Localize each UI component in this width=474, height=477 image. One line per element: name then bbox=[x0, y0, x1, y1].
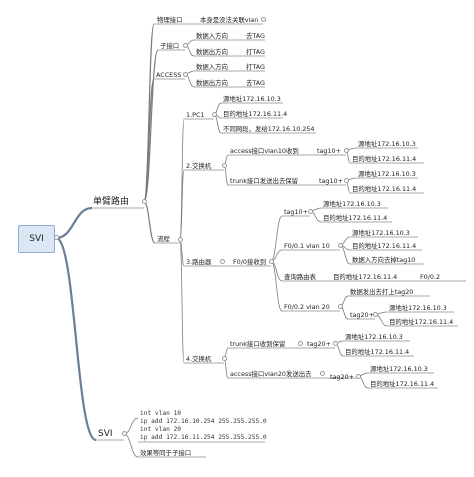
svi-note: 效果等同于子接口 bbox=[140, 449, 192, 457]
access-out-direction: 数据出方向 bbox=[196, 79, 228, 87]
collapse-single-arm-icon[interactable] bbox=[142, 199, 147, 204]
collapse-step4b-tag-icon[interactable] bbox=[356, 374, 361, 379]
step4-access-send: access接口vlan20发送出去 bbox=[230, 370, 312, 378]
connector-line bbox=[143, 78, 155, 203]
collapse-sub20-icon[interactable] bbox=[338, 304, 343, 309]
step4-b-dst: 目的地址172.16.11.4 bbox=[370, 380, 435, 388]
collapse-root-icon[interactable] bbox=[54, 235, 59, 240]
access-node[interactable]: ACCESS bbox=[156, 71, 182, 79]
step3-sub20-tag: tag20+ bbox=[350, 311, 374, 319]
connector-line bbox=[55, 236, 97, 442]
root-node[interactable]: SVI bbox=[18, 225, 55, 253]
step4-b-tag: tag20+ bbox=[330, 373, 354, 381]
svi-config-line: int vlan 10 bbox=[140, 410, 181, 417]
step2-trunk-send: trunk接口发送出去保留 bbox=[230, 177, 299, 185]
svi-node[interactable]: SVI bbox=[98, 429, 113, 439]
step4-trunk-recv: trunk接口收到保留 bbox=[230, 340, 286, 348]
connector-line bbox=[55, 206, 93, 240]
root-label: SVI bbox=[29, 234, 44, 244]
subinterface-node[interactable]: 子接口 bbox=[160, 42, 180, 50]
step2-a-dst: 目的地址172.16.11.4 bbox=[352, 155, 417, 163]
step3-sub20-dst: 目的地址172.16.11.4 bbox=[389, 318, 454, 326]
subif-in-action: 去TAG bbox=[246, 32, 266, 40]
collapse-step4b-icon[interactable] bbox=[320, 371, 325, 376]
access-in-action: 打TAG bbox=[246, 63, 266, 71]
step3-sub10-dst: 目的地址172.16.11.4 bbox=[352, 242, 417, 250]
connector-line bbox=[179, 239, 185, 364]
svi-config-line: ip add 172.16.11.254 255.255.255.0 bbox=[140, 434, 267, 441]
physical-interface-note: 本身是没法关联vlan bbox=[200, 16, 259, 24]
step1-pc1-node[interactable]: 1.PC1 bbox=[186, 111, 205, 119]
connector-line bbox=[123, 433, 139, 458]
connector-line bbox=[223, 164, 229, 186]
step3-sub10-node[interactable]: F0/0.1 vlan 10 bbox=[284, 242, 330, 250]
step3-sub20-src: 源地址172.16.10.3 bbox=[389, 304, 447, 312]
step1-src-addr: 源地址172.16.10.3 bbox=[223, 95, 281, 103]
subif-out-direction: 数据出方向 bbox=[196, 48, 228, 56]
step1-note: 不同网段，发给172.16.10.254 bbox=[223, 125, 315, 133]
access-out-action: 去TAG bbox=[246, 79, 266, 87]
step4-a-dst: 目的地址172.16.11.4 bbox=[345, 348, 410, 356]
svi-config-line: ip add 172.16.10.254 255.255.255.0 bbox=[140, 418, 267, 425]
step3-first-src: 源地址172.16.10.3 bbox=[323, 200, 381, 208]
step3-router-node[interactable]: 3.路由器 bbox=[186, 258, 212, 266]
step3-route-dst: 目的地址172.16.11.4 bbox=[333, 273, 398, 281]
collapse-flow-icon[interactable] bbox=[178, 237, 183, 242]
step3-sub20-note: 数据发出去打上tag20 bbox=[350, 288, 414, 296]
step4-a-tag: tag20+ bbox=[307, 340, 331, 348]
collapse-step4-icon[interactable] bbox=[222, 356, 227, 361]
step1-dst-addr: 目的地址172.16.11.4 bbox=[223, 110, 288, 118]
step3-route-iface: F0/0.2 bbox=[420, 273, 441, 281]
step2-switch-node[interactable]: 2.交换机 bbox=[186, 162, 212, 170]
step2-b-dst: 目的地址172.16.11.4 bbox=[352, 185, 417, 193]
step2-b-src: 源地址172.16.10.3 bbox=[358, 170, 416, 178]
collapse-step2-icon[interactable] bbox=[222, 163, 227, 168]
step3-f00-recv: F0/0接收到 bbox=[233, 258, 267, 266]
connector-line bbox=[179, 118, 185, 241]
subif-out-action: 打TAG bbox=[246, 48, 266, 56]
connector-line bbox=[143, 23, 155, 203]
flow-node[interactable]: 流程 bbox=[157, 235, 170, 243]
collapse-access-icon[interactable] bbox=[183, 72, 188, 77]
step2-a-tag: tag10+ bbox=[317, 147, 341, 155]
connector-line bbox=[143, 201, 156, 244]
step4-switch-node[interactable]: 4.交换机 bbox=[186, 355, 212, 363]
step2-b-tag: tag10+ bbox=[319, 177, 343, 185]
subif-in-direction: 数据入方向 bbox=[196, 32, 228, 40]
collapse-step4a-icon[interactable] bbox=[298, 341, 303, 346]
collapse-svi-icon[interactable] bbox=[122, 431, 127, 436]
connector-line bbox=[223, 357, 229, 379]
step3-sub10-src: 源地址172.16.10.3 bbox=[352, 229, 410, 237]
step4-a-src: 源地址172.16.10.3 bbox=[345, 333, 403, 341]
collapse-sub20-tag-icon[interactable] bbox=[373, 312, 378, 317]
collapse-subif-icon[interactable] bbox=[183, 43, 188, 48]
single-arm-routing-node[interactable]: 单臂路由 bbox=[93, 197, 130, 207]
step2-a-src: 源地址172.16.10.3 bbox=[358, 140, 416, 148]
step3-sub20-node[interactable]: F0/0.2 vlan 20 bbox=[284, 303, 330, 311]
step2-access-recv: access接口vlan10收到 bbox=[230, 147, 299, 155]
connector-line bbox=[270, 215, 283, 262]
collapse-step2a-tag-icon[interactable] bbox=[344, 148, 349, 153]
connector-line bbox=[270, 260, 283, 312]
step3-route-lookup: 查询路由表 bbox=[284, 273, 316, 281]
collapse-step2b-tag-icon[interactable] bbox=[344, 178, 349, 183]
collapse-step3-icon[interactable] bbox=[220, 259, 225, 264]
collapse-recv-icon[interactable] bbox=[269, 259, 274, 264]
svi-config-line: int vlan 20 bbox=[140, 426, 181, 433]
collapse-step4a-tag-icon[interactable] bbox=[333, 341, 338, 346]
collapse-step1-icon[interactable] bbox=[212, 112, 217, 117]
physical-interface-node[interactable]: 物理接口 bbox=[157, 16, 183, 24]
step3-sub10-note: 数据入方向去掉tag10 bbox=[352, 256, 416, 264]
access-in-direction: 数据入方向 bbox=[196, 63, 228, 71]
step3-first-tag: tag10+ bbox=[284, 208, 308, 216]
collapse-first-tag-icon[interactable] bbox=[308, 209, 313, 214]
collapse-sub10-icon[interactable] bbox=[338, 243, 343, 248]
collapse-physical-icon[interactable] bbox=[261, 17, 266, 22]
step4-b-src: 源地址172.16.10.3 bbox=[370, 365, 428, 373]
step3-first-dst: 目的地址172.16.11.4 bbox=[323, 214, 388, 222]
